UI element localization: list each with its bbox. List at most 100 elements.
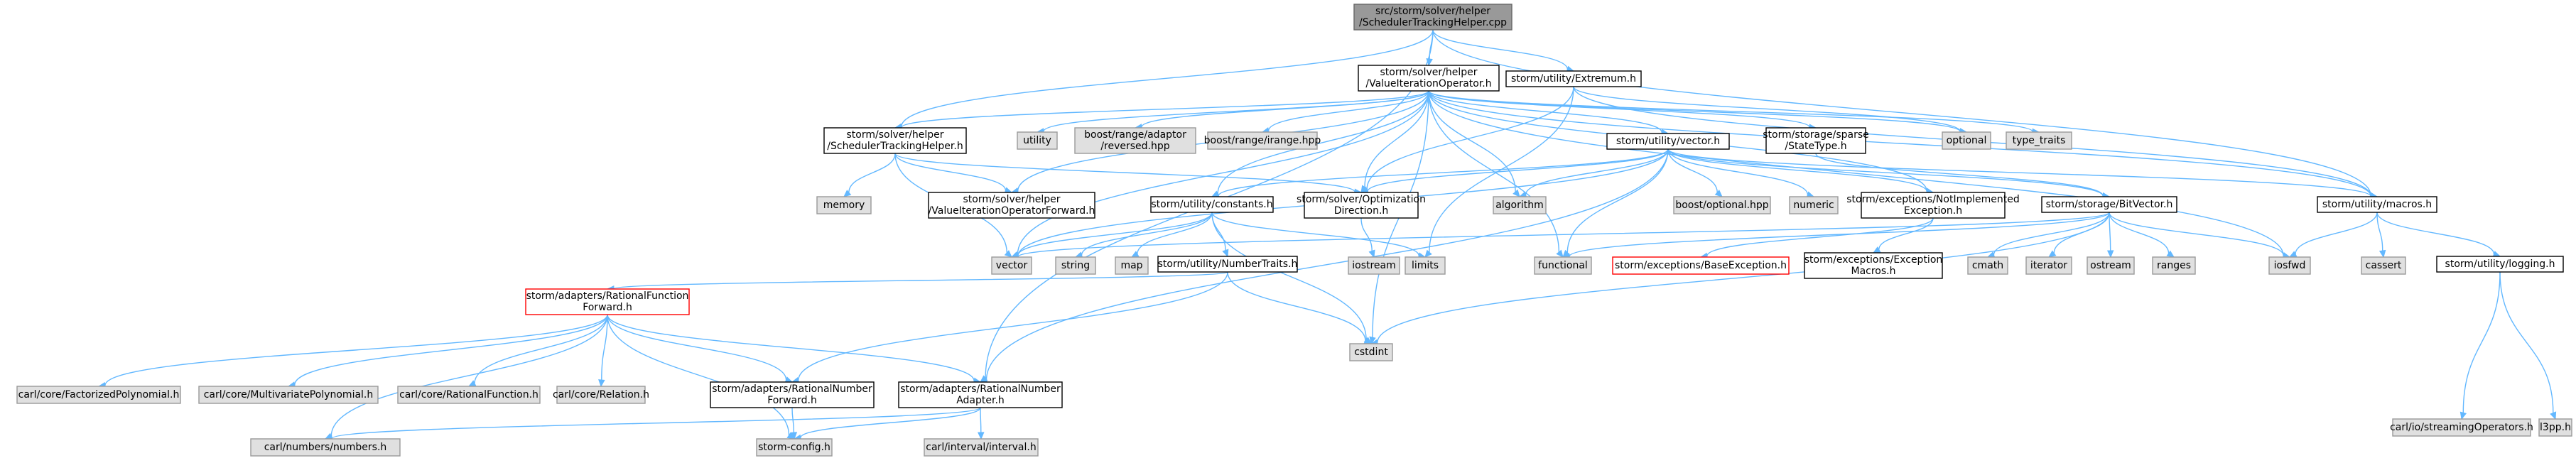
edge-line <box>1428 90 1810 128</box>
edge-arrowhead <box>598 379 605 388</box>
edge-line <box>901 29 1434 127</box>
node-label-line: ostream <box>2090 260 2131 271</box>
node-numtraits[interactable]: storm/utility/NumberTraits.h <box>1157 256 1298 273</box>
node-label-line: /ValueIterationOperator.h <box>1365 78 1491 89</box>
node-notimpl[interactable]: storm/exceptions/NotImplementedException… <box>1846 192 2020 219</box>
node-label-line: storm/storage/BitVector.h <box>2046 199 2173 210</box>
edge-line <box>2109 212 2170 254</box>
edge-arrowhead <box>2379 249 2386 258</box>
node-label-line: Adapter.h <box>956 395 1005 406</box>
node-label-line: type_traits <box>2013 135 2066 146</box>
node-box <box>710 381 875 408</box>
edge-macros-to-iosfwd <box>2288 212 2378 258</box>
edge-line <box>901 90 1429 129</box>
node-typetraits: type_traits <box>2006 131 2072 150</box>
node-extremum[interactable]: storm/utility/Extremum.h <box>1505 70 1642 87</box>
node-box <box>397 386 541 404</box>
node-carlint: carl/interval/interval.h <box>924 438 1039 457</box>
edge-line <box>104 314 608 386</box>
edge-rff-to-carlrel <box>598 314 608 388</box>
node-stormcfg: storm-config.h <box>756 438 833 457</box>
node-label-line: memory <box>823 200 865 211</box>
node-box <box>1349 343 1393 361</box>
edge-line <box>1432 29 2371 196</box>
node-carlratf: carl/core/RationalFunction.h <box>397 386 541 404</box>
node-box <box>2317 196 2437 213</box>
node-label-line: src/storm/solver/helper <box>1375 6 1490 17</box>
node-ostream: ostream <box>2087 256 2135 275</box>
node-box <box>1493 196 1547 214</box>
node-uvector[interactable]: storm/utility/vector.h <box>1606 133 1730 150</box>
edge-uvector-to-algorithm <box>1518 148 1669 198</box>
node-label-line: utility <box>1023 135 1051 146</box>
edge-rnf-to-stormcfg <box>790 407 798 440</box>
edge-line <box>1377 212 2110 343</box>
edge-line <box>1017 90 1429 255</box>
edge-line <box>1360 217 1373 251</box>
node-baseexc[interactable]: storm/exceptions/BaseException.h <box>1612 256 1790 275</box>
node-label-line: /SchedulerTrackingHelper.cpp <box>1359 17 1507 28</box>
node-viofwd[interactable]: storm/solver/helper/ValueIterationOperat… <box>928 192 1095 219</box>
node-label-line: storm/utility/logging.h <box>2445 258 2555 270</box>
node-label-line: storm/storage/sparse <box>1763 129 1869 141</box>
edge-line <box>800 407 981 438</box>
node-cmath: cmath <box>1967 256 2008 275</box>
nodes-layer: src/storm/solver/helper/SchedulerTrackin… <box>16 4 2572 457</box>
edge-line <box>1428 90 1961 132</box>
node-label-line: iosfwd <box>2274 260 2306 271</box>
node-box <box>1115 256 1149 275</box>
edge-macros-to-logging <box>2376 212 2501 258</box>
edge-arrowhead <box>1424 249 1432 258</box>
node-box <box>1861 192 2006 219</box>
edge-line <box>1211 212 1367 340</box>
node-root[interactable]: src/storm/solver/helper/SchedulerTrackin… <box>1353 4 1512 31</box>
node-label-line: storm/exceptions/NotImplemented <box>1846 194 2019 205</box>
edge-arrowhead <box>2459 411 2467 420</box>
node-sth[interactable]: storm/solver/helper/SchedulerTrackingHel… <box>823 127 967 154</box>
node-optional: optional <box>1942 131 1991 150</box>
node-box <box>1055 256 1096 275</box>
edge-line <box>1227 271 1366 341</box>
node-bitvector[interactable]: storm/storage/BitVector.h <box>2041 196 2177 213</box>
node-reversed: boost/range/adaptor/reversed.hpp <box>1074 127 1196 154</box>
edge-line <box>1667 148 2104 197</box>
node-statetype[interactable]: storm/storage/sparse/StateType.h <box>1763 127 1869 154</box>
edge-bitvector-to-ostream <box>2106 212 2114 258</box>
node-box <box>2538 418 2572 437</box>
node-carlrel: carl/core/Relation.h <box>553 386 649 404</box>
node-boostopt: boost/optional.hpp <box>1673 196 1771 214</box>
edge-line <box>294 314 608 386</box>
edge-line <box>1017 212 2110 258</box>
node-label-line: Macros.h <box>1851 266 1896 277</box>
node-vio[interactable]: storm/solver/helper/ValueIterationOperat… <box>1358 65 1500 92</box>
node-label-line: storm-config.h <box>758 442 830 453</box>
node-cassert: cassert <box>2361 256 2406 275</box>
node-l3pp: l3pp.h <box>2538 418 2572 437</box>
node-label-line: Forward.h <box>583 302 632 313</box>
node-box <box>2006 131 2072 150</box>
node-box <box>1405 256 1446 275</box>
node-box <box>1942 131 1991 150</box>
node-iostream: iostream <box>1348 256 1400 275</box>
node-macros[interactable]: storm/utility/macros.h <box>2317 196 2437 213</box>
node-label-line: cmath <box>1972 260 2003 271</box>
node-iterator: iterator <box>2025 256 2072 275</box>
node-label-line: storm/adapters/RationalFunction <box>526 290 689 302</box>
node-memory: memory <box>816 196 872 214</box>
edge-constants-to-limits <box>1211 212 1427 259</box>
node-constants[interactable]: storm/utility/constants.h <box>1150 196 1274 213</box>
node-label-line: l3pp.h <box>2540 422 2571 433</box>
node-label-line: functional <box>1538 260 1588 271</box>
node-logging[interactable]: storm/utility/logging.h <box>2436 256 2564 273</box>
node-label-line: Exception.h <box>1904 205 1962 217</box>
edge-line <box>1566 148 1669 253</box>
node-box <box>2392 418 2531 437</box>
edge-sth-to-memory <box>843 153 896 197</box>
node-label-line: carl/core/MultivariatePolynomial.h <box>204 389 374 401</box>
node-box <box>556 386 646 404</box>
